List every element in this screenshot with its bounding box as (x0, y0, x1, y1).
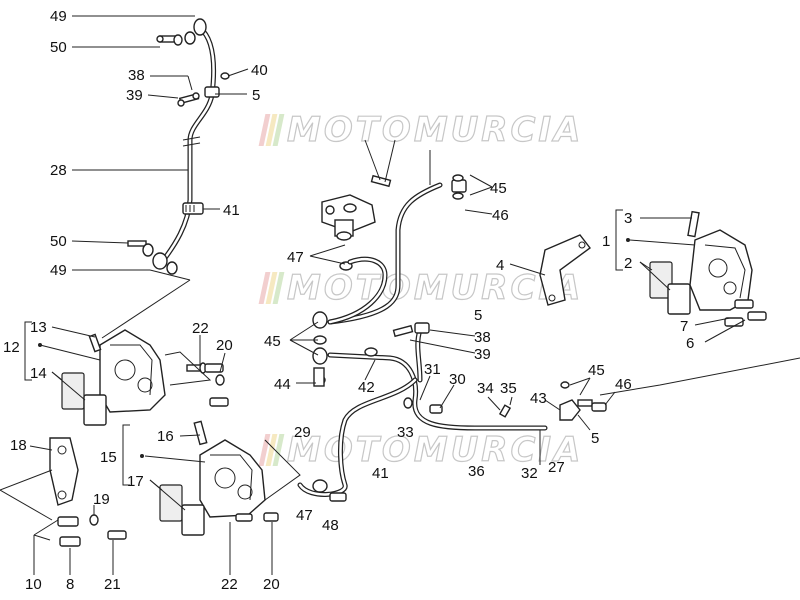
callout-20: 20 (216, 337, 233, 354)
hose-clamp-upper (177, 72, 230, 107)
callout-46: 46 (615, 376, 632, 393)
callout-19: 19 (93, 491, 110, 508)
callout-22: 22 (221, 576, 238, 593)
callout-22: 22 (192, 320, 209, 337)
callout-45: 45 (588, 362, 605, 379)
callout-41: 41 (223, 202, 240, 219)
callout-8: 8 (66, 576, 74, 593)
callout-45: 45 (490, 180, 507, 197)
callout-27: 27 (548, 459, 565, 476)
callout-49: 49 (50, 8, 67, 25)
callout-12: 12 (3, 339, 20, 356)
front-brake-hose (159, 25, 217, 265)
front-caliper-left (61, 329, 229, 426)
bottom-banjo-fitting (127, 240, 178, 275)
callout-29: 29 (294, 424, 311, 441)
callout-labels: 49 50 38 39 40 5 28 41 50 49 13 12 14 22… (3, 8, 694, 593)
callout-43: 43 (530, 390, 547, 407)
callout-3: 3 (624, 210, 632, 227)
hose-clamp-41 (182, 202, 204, 215)
master-cylinder (321, 174, 392, 271)
top-banjo-fitting (156, 18, 207, 46)
callout-44: 44 (274, 376, 291, 393)
watermark-text: MOTOMURCIA (286, 109, 584, 150)
callout-6: 6 (686, 335, 694, 352)
callout-14: 14 (30, 365, 47, 382)
callout-45: 45 (264, 333, 281, 350)
callout-50: 50 (50, 39, 67, 56)
watermark-bottom: MOTOMURCIA (258, 429, 584, 471)
callout-2: 2 (624, 255, 632, 272)
callout-39: 39 (474, 346, 491, 363)
hose-fittings (312, 174, 607, 502)
callout-31: 31 (424, 361, 441, 378)
callout-47: 47 (287, 249, 304, 266)
caliper-bracket (49, 437, 127, 547)
callout-38: 38 (474, 329, 491, 346)
leader-lines (0, 15, 800, 575)
watermark-text: MOTOMURCIA (286, 429, 584, 470)
callout-49: 49 (50, 262, 67, 279)
callout-17: 17 (127, 473, 144, 490)
callout-35: 35 (500, 380, 517, 397)
callout-38: 38 (128, 67, 145, 84)
callout-41: 41 (372, 465, 389, 482)
callout-40: 40 (251, 62, 268, 79)
mounting-bracket (539, 234, 591, 306)
callout-1: 1 (602, 233, 610, 250)
callout-21: 21 (104, 576, 121, 593)
callout-18: 18 (10, 437, 27, 454)
rear-brake-hoses (297, 182, 548, 497)
callout-36: 36 (468, 463, 485, 480)
watermark-text: MOTOMURCIA (286, 267, 584, 308)
callout-15: 15 (100, 449, 117, 466)
callout-42: 42 (358, 379, 375, 396)
callout-33: 33 (397, 424, 414, 441)
callout-48: 48 (322, 517, 339, 534)
callout-13: 13 (30, 319, 47, 336)
callout-30: 30 (449, 371, 466, 388)
callout-4: 4 (496, 257, 504, 274)
watermark-top: MOTOMURCIA (258, 109, 584, 151)
front-caliper-right (159, 420, 279, 536)
callout-5: 5 (252, 87, 260, 104)
callout-5: 5 (474, 307, 482, 324)
rear-caliper (649, 210, 767, 327)
callout-34: 34 (477, 380, 494, 397)
callout-39: 39 (126, 87, 143, 104)
callout-16: 16 (157, 428, 174, 445)
callout-47: 47 (296, 507, 313, 524)
group-brackets (24, 209, 630, 486)
watermark-middle: MOTOMURCIA (258, 267, 584, 309)
callout-50: 50 (50, 233, 67, 250)
callout-10: 10 (25, 576, 42, 593)
callout-7: 7 (680, 318, 688, 335)
callout-28: 28 (50, 162, 67, 179)
callout-32: 32 (521, 465, 538, 482)
callout-20: 20 (263, 576, 280, 593)
callout-5: 5 (591, 430, 599, 447)
callout-46: 46 (492, 207, 509, 224)
